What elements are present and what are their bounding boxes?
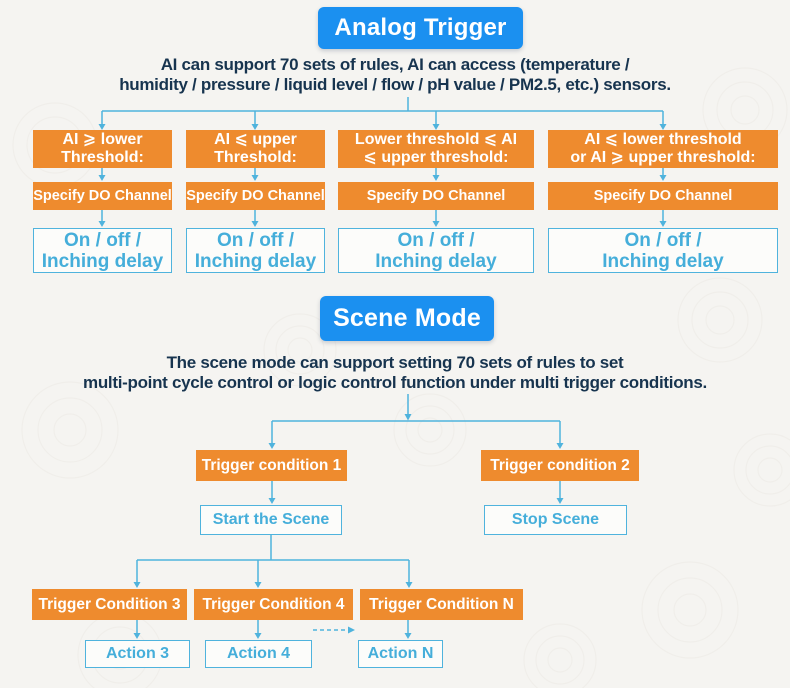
condition-node-2-line1: AI ⩽ upper <box>214 131 297 148</box>
condition-node-1-line2: Threshold: <box>61 149 144 166</box>
condition-node-4-line2: or AI ⩾ upper threshold: <box>570 149 756 166</box>
trigger-condition-4-node: Trigger Condition 4 <box>194 589 353 620</box>
onoff-node-2-line2: Inching delay <box>194 250 317 272</box>
action-4-node: Action 4 <box>205 640 312 668</box>
action-3-node: Action 3 <box>85 640 190 668</box>
specify-do-channel-node-1: Specify DO Channel <box>33 182 172 210</box>
condition-node-1: AI ⩾ lower Threshold: <box>33 130 172 168</box>
analog-description: AI can support 70 sets of rules, AI can … <box>0 55 790 94</box>
dashed-arrow-icon <box>313 626 355 634</box>
onoff-node-3-line2: Inching delay <box>375 250 497 272</box>
onoff-node-4-line2: Inching delay <box>602 250 724 272</box>
analog-trigger-title: Analog Trigger <box>318 7 523 49</box>
condition-node-2: AI ⩽ upper Threshold: <box>186 130 325 168</box>
condition-node-4-line1: AI ⩽ lower threshold <box>584 131 742 148</box>
onoff-node-2-line1: On / off / <box>216 229 295 251</box>
onoff-delay-node-1: On / off / Inching delay <box>33 228 172 273</box>
onoff-delay-node-4: On / off / Inching delay <box>548 228 778 273</box>
action-n-node: Action N <box>358 640 443 668</box>
specify-do-channel-node-3: Specify DO Channel <box>338 182 534 210</box>
condition-node-3: Lower threshold ⩽ AI ⩽ upper threshold: <box>338 130 534 168</box>
scene-description-line2: multi-point cycle control or logic contr… <box>83 372 707 392</box>
stop-scene-node: Stop Scene <box>484 505 627 535</box>
specify-do-channel-node-2: Specify DO Channel <box>186 182 325 210</box>
onoff-delay-node-3: On / off / Inching delay <box>338 228 534 273</box>
trigger-condition-2-node: Trigger condition 2 <box>481 450 639 481</box>
scene-description-line1: The scene mode can support setting 70 se… <box>166 353 624 372</box>
condition-node-4: AI ⩽ lower threshold or AI ⩾ upper thres… <box>548 130 778 168</box>
onoff-node-1-line1: On / off / <box>63 229 142 251</box>
trigger-condition-3-node: Trigger Condition 3 <box>32 589 187 620</box>
condition-node-1-line1: AI ⩾ lower <box>62 131 143 148</box>
scene-description: The scene mode can support setting 70 se… <box>0 353 790 392</box>
trigger-condition-1-node: Trigger condition 1 <box>196 450 347 481</box>
trigger-condition-n-node: Trigger Condition N <box>360 589 523 620</box>
scene-mode-title: Scene Mode <box>320 296 494 341</box>
condition-node-2-line2: Threshold: <box>214 149 297 166</box>
start-scene-node: Start the Scene <box>200 505 342 535</box>
onoff-node-1-line2: Inching delay <box>41 250 164 272</box>
scene-connectors <box>133 394 564 639</box>
analog-description-line2: humidity / pressure / liquid level / flo… <box>119 74 671 94</box>
onoff-delay-node-2: On / off / Inching delay <box>186 228 325 273</box>
condition-node-3-line1: Lower threshold ⩽ AI <box>354 131 518 148</box>
specify-do-channel-node-4: Specify DO Channel <box>548 182 778 210</box>
analog-description-line1: AI can support 70 sets of rules, AI can … <box>160 55 630 74</box>
onoff-node-4-line1: On / off / <box>624 229 702 251</box>
onoff-node-3-line1: On / off / <box>397 229 475 251</box>
condition-node-3-line2: ⩽ upper threshold: <box>363 149 509 166</box>
analog-connectors <box>98 97 667 227</box>
